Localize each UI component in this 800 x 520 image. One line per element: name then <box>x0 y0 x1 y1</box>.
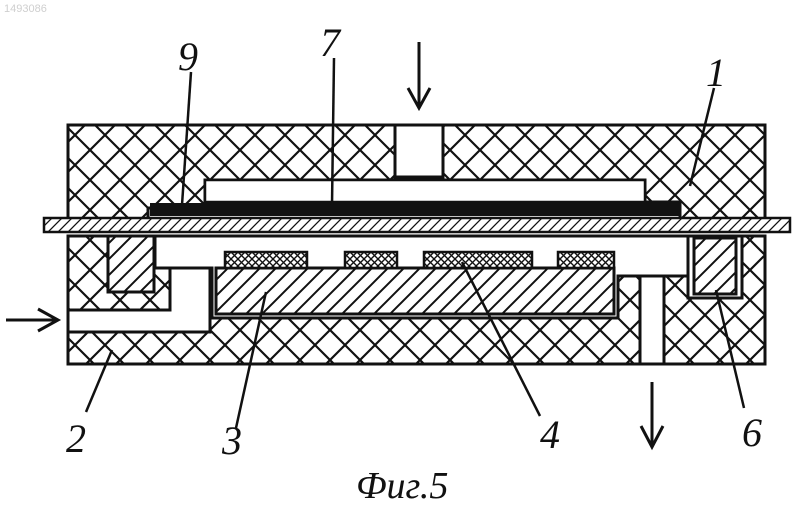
watermark-text: 1493086 <box>4 3 47 15</box>
part-label-3: 3 <box>221 418 242 463</box>
part-label-7: 7 <box>320 20 342 65</box>
flow-in-top-arrow <box>408 42 430 108</box>
base-plate <box>216 268 614 314</box>
part-label-6: 6 <box>742 410 762 455</box>
part-label-9: 9 <box>178 34 198 79</box>
figure-caption: Фиг.5 <box>356 465 448 507</box>
part-label-4: 4 <box>540 412 560 457</box>
flow-in-left-arrow <box>6 309 58 331</box>
part-label-1: 1 <box>706 50 726 95</box>
flow-out-bottom-arrow <box>641 382 663 447</box>
seal-right <box>694 238 736 294</box>
part-label-2: 2 <box>66 416 86 461</box>
seal-left <box>108 236 154 292</box>
